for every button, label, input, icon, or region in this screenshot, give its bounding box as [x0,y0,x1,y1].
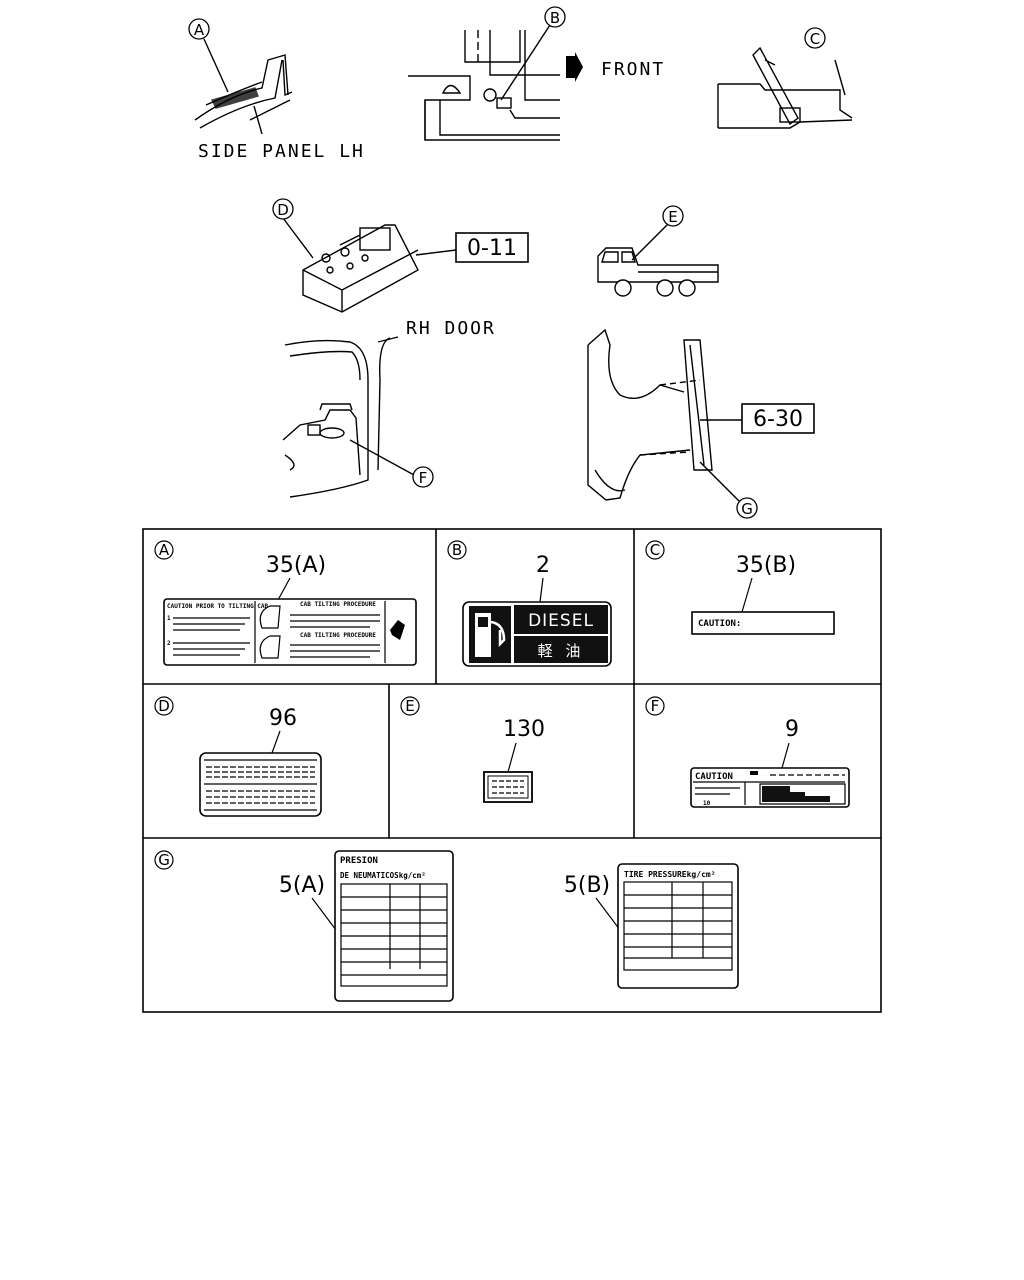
callout-b-circle [544,6,566,28]
cell-a: A 35(A) CAUTION PRIOR TO TILTING CAB CAB… [154,540,417,666]
part-5a: 5(A) [279,873,325,898]
illustration-rh-door [282,337,415,498]
callout-f-circle [412,466,434,488]
part-35a: 35(A) [266,553,326,578]
illustration-door-pillar [587,328,742,503]
fuel-pump-icon [469,606,511,663]
ref-box-6-30 [741,403,815,434]
cell-f: F 9 CAUTION 10 [645,696,850,808]
callout-a-label: A [194,21,205,39]
callout-f-label: F [419,469,428,487]
callout-g-circle [736,497,758,519]
part-96: 96 [269,706,297,731]
decal-96-lines [204,759,317,811]
illustration-truck [597,223,719,297]
parts-table [142,528,882,1013]
callout-c-label: C [810,30,820,48]
callout-g-label: G [741,500,753,518]
decal-35b [691,611,835,635]
part-35b: 35(B) [736,553,796,578]
decal-35a-n2: 2 [167,640,171,647]
ref-6-30: 6-30 [753,407,803,432]
illustration-battery [282,217,457,313]
decal-5a [334,850,454,1002]
cell-a-callout: A [159,541,170,559]
part-5b: 5(B) [564,873,610,898]
decal-35b-text: CAUTION: [698,619,741,629]
illustration-side-panel [194,38,293,135]
label-rh-door: RH DOOR [406,318,496,339]
label-side-panel-lh: SIDE PANEL LH [198,141,365,162]
decal-5b-line1: TIRE PRESSUREkg/cm² [624,870,716,879]
cell-c-callout: C [650,541,660,559]
decal-35a-title: CAUTION PRIOR TO TILTING CAB [167,603,269,610]
front-arrow-icon [566,52,583,82]
cell-d-callout: D [158,697,170,715]
part-2: 2 [536,553,550,578]
decal-5a-table [340,883,448,987]
decal-5a-line2: DE NEUMATICOSkg/cm² [340,871,426,880]
cell-e-callout: E [405,697,414,715]
callout-e-label: E [668,208,677,226]
decal-5b-table [623,881,733,971]
cell-f-callout: F [651,697,660,715]
decal-9-caution: CAUTION [695,772,733,782]
illustration-fuel-filler [408,24,560,141]
ref-box-0-11 [455,232,529,263]
illustration-tilt-lever [717,46,853,129]
callout-a-circle [188,18,210,40]
cell-d: D 96 [154,696,322,817]
cell-g: G 5(A) PRESION DE NEUMATICOSkg/cm² 5(B) … [154,850,739,1002]
decal-2-diesel: DIESEL [528,611,594,631]
decal-5a-line1: PRESION [340,856,378,866]
decal-2-jp: 軽 油 [538,642,585,660]
cell-g-callout: G [158,851,170,869]
callout-e-circle [662,205,684,227]
cell-b-callout: B [452,541,462,559]
cell-c: C 35(B) CAUTION: [645,540,835,635]
decal-9-num: 10 [703,800,711,807]
decal-35a-hand-icon [390,620,405,640]
label-front: FRONT [601,59,665,80]
cell-e: E 130 [400,696,545,803]
decal-35a-n1: 1 [167,615,171,622]
callout-d-circle [272,198,294,220]
cell-b: B 2 DIESEL 軽 油 [447,540,612,667]
decal-35a-proc1: CAB TILTING PROCEDURE [300,601,376,608]
part-130: 130 [503,717,545,742]
callout-d-label: D [277,201,289,219]
part-9: 9 [785,717,799,742]
ref-0-11: 0-11 [467,236,517,261]
decal-35a-proc2: CAB TILTING PROCEDURE [300,632,376,639]
callout-c-circle [804,27,826,49]
callout-b-label: B [550,9,560,27]
